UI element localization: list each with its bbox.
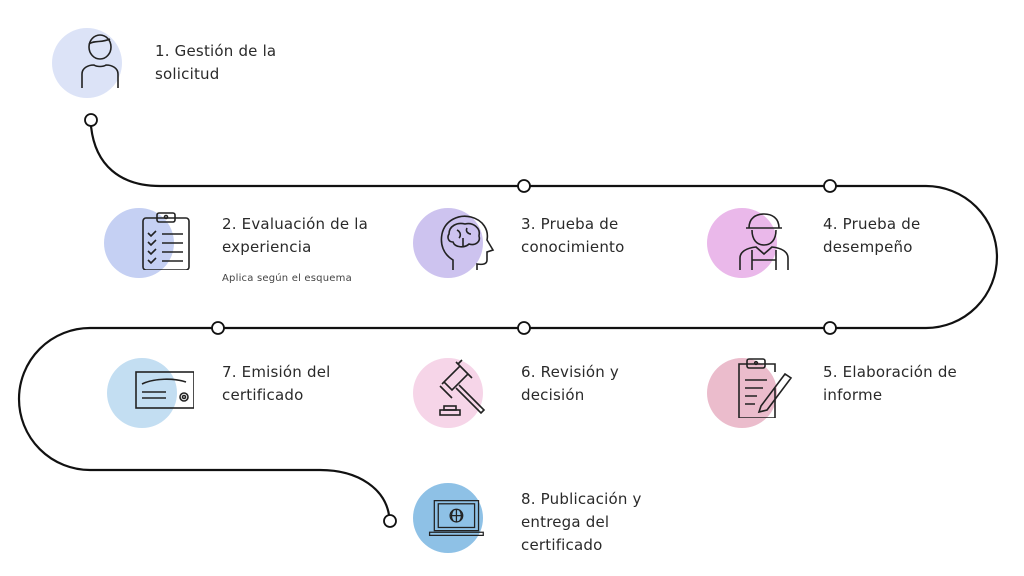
gavel-icon: [439, 359, 486, 416]
label-line: entrega del: [521, 513, 610, 531]
label-line: 5. Elaboración de: [823, 363, 957, 381]
label-line: 7. Emisión del: [222, 363, 331, 381]
path-node: [823, 321, 837, 335]
step-5-label: 5. Elaboración de informe: [823, 361, 957, 407]
worker-hardhat-icon: [739, 213, 789, 270]
label-line: 2. Evaluación de la: [222, 215, 369, 233]
label-line: informe: [823, 386, 883, 404]
step-8-label: 8. Publicación y entrega del certificado: [521, 488, 642, 557]
label-line: 1. Gestión de la: [155, 42, 277, 60]
clipboard-checklist-icon: [142, 212, 190, 270]
step-1-circle: [52, 28, 122, 98]
step-3-label: 3. Prueba de conocimiento: [521, 213, 625, 259]
certificate-icon: [135, 371, 194, 409]
label-line: 4. Prueba de: [823, 215, 921, 233]
label-line: experiencia: [222, 238, 312, 256]
step-5-circle: [707, 358, 777, 428]
step-7-label: 7. Emisión del certificado: [222, 361, 331, 407]
label-line: 8. Publicación y: [521, 490, 642, 508]
path-node-end: [383, 514, 397, 528]
step-3-circle: [413, 208, 483, 278]
path-node: [517, 179, 531, 193]
label-line: desempeño: [823, 238, 913, 256]
label-line: 3. Prueba de: [521, 215, 619, 233]
person-icon: [81, 34, 119, 88]
label-line: 6. Revisión y: [521, 363, 620, 381]
label-line: solicitud: [155, 65, 220, 83]
laptop-globe-icon: [428, 500, 484, 536]
label-line: decisión: [521, 386, 585, 404]
step-4-label: 4. Prueba de desempeño: [823, 213, 920, 259]
step-note: Aplica según el esquema: [222, 273, 352, 284]
step-6-label: 6. Revisión y decisión: [521, 361, 619, 407]
step-7-circle: [107, 358, 177, 428]
path-node: [211, 321, 225, 335]
label-line: certificado: [222, 386, 304, 404]
step-4-circle: [707, 208, 777, 278]
path-node-start: [84, 113, 98, 127]
label-line: conocimiento: [521, 238, 625, 256]
step-8-circle: [413, 483, 483, 553]
clipboard-pencil-icon: [738, 358, 793, 418]
path-node: [517, 321, 531, 335]
path-node: [823, 179, 837, 193]
path-line: [17, 125, 999, 516]
step-1-label: 1. Gestión de la solicitud: [155, 40, 276, 86]
label-line: certificado: [521, 536, 603, 554]
brain-head-icon: [440, 215, 495, 270]
